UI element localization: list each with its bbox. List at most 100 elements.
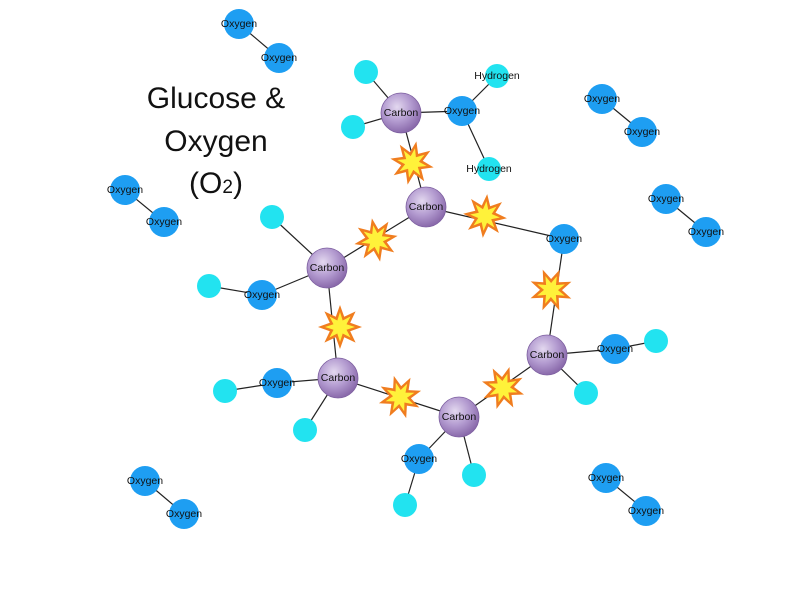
carbon-atom-circle bbox=[380, 92, 422, 134]
hydrogen-atom-label: Hydrogen bbox=[474, 70, 520, 82]
reaction-burst-icon bbox=[378, 375, 422, 419]
hydrogen-atom-circle bbox=[485, 64, 509, 88]
reaction-burst-icon bbox=[482, 367, 524, 409]
oxygen-atom: Oxygen bbox=[624, 117, 660, 147]
hydrogen-atom bbox=[354, 60, 378, 84]
hydrogen-atom bbox=[574, 381, 598, 405]
carbon-atom-label: Carbon bbox=[409, 201, 444, 213]
oxygen-atom: Oxygen bbox=[597, 334, 633, 364]
oxygen-atom-circle bbox=[169, 499, 199, 529]
hydrogen-atom-circle bbox=[393, 493, 417, 517]
carbon-atom-label: Carbon bbox=[384, 107, 419, 119]
hydrogen-atom-label: Hydrogen bbox=[466, 163, 512, 175]
oxygen-atom-label: Oxygen bbox=[221, 18, 257, 30]
title-line-2: Oxygen bbox=[164, 125, 267, 158]
reaction-burst-icon bbox=[463, 194, 507, 238]
hydrogen-atom-circle bbox=[293, 418, 317, 442]
carbon-atom-circle bbox=[405, 186, 447, 228]
reaction-bursts-layer bbox=[318, 141, 572, 419]
oxygen-atom-label: Oxygen bbox=[107, 184, 143, 196]
oxygen-atom: Oxygen bbox=[146, 207, 182, 237]
oxygen-atom: Oxygen bbox=[259, 368, 295, 398]
oxygen-atom-label: Oxygen bbox=[244, 289, 280, 301]
hydrogen-atom-circle bbox=[574, 381, 598, 405]
oxygen-atom: Oxygen bbox=[166, 499, 202, 529]
reaction-burst-icon bbox=[354, 218, 398, 262]
hydrogen-atom-circle bbox=[477, 157, 501, 181]
carbon-atom-label: Carbon bbox=[442, 411, 477, 423]
carbon-atom-circle bbox=[526, 334, 568, 376]
oxygen-atom-label: Oxygen bbox=[261, 52, 297, 64]
oxygen-atom-circle bbox=[447, 96, 477, 126]
hydrogen-atom bbox=[462, 463, 486, 487]
hydrogen-atom-circle bbox=[354, 60, 378, 84]
oxygen-atom-circle bbox=[224, 9, 254, 39]
hydrogen-atom bbox=[393, 493, 417, 517]
carbon-atom: Carbon bbox=[380, 92, 422, 134]
carbon-atom: Carbon bbox=[438, 396, 480, 438]
reaction-burst-inner bbox=[537, 276, 565, 304]
carbon-atom-label: Carbon bbox=[321, 372, 356, 384]
hydrogen-atom bbox=[341, 115, 365, 139]
oxygen-atom-label: Oxygen bbox=[546, 233, 582, 245]
oxygen-atom-circle bbox=[247, 280, 277, 310]
oxygen-atom: Oxygen bbox=[244, 280, 280, 310]
carbon-atom-circle bbox=[438, 396, 480, 438]
hydrogen-atom-circle bbox=[462, 463, 486, 487]
oxygen-atom: Oxygen bbox=[107, 175, 143, 205]
hydrogen-atom-circle bbox=[341, 115, 365, 139]
oxygen-atom-label: Oxygen bbox=[648, 193, 684, 205]
reaction-burst-inner bbox=[488, 373, 518, 403]
hydrogen-atom: Hydrogen bbox=[466, 157, 512, 181]
oxygen-atom: Oxygen bbox=[588, 463, 624, 493]
carbon-atom: Carbon bbox=[306, 247, 348, 289]
hydrogen-atom-circle bbox=[213, 379, 237, 403]
reaction-burst-inner bbox=[361, 225, 391, 255]
reaction-burst-icon bbox=[390, 141, 434, 185]
oxygen-atom-label: Oxygen bbox=[628, 505, 664, 517]
reaction-burst-inner bbox=[470, 201, 500, 231]
reaction-burst-inner bbox=[325, 312, 355, 342]
title-line-1: Glucose & bbox=[147, 82, 285, 115]
oxygen-atom-label: Oxygen bbox=[146, 216, 182, 228]
oxygen-atom-label: Oxygen bbox=[597, 343, 633, 355]
oxygen-atom: Oxygen bbox=[401, 444, 437, 474]
title-line-3: (O2) bbox=[189, 167, 243, 200]
oxygen-atom: Oxygen bbox=[261, 43, 297, 73]
oxygen-atom: Oxygen bbox=[648, 184, 684, 214]
hydrogen-atom-circle bbox=[644, 329, 668, 353]
oxygen-atom: Oxygen bbox=[127, 466, 163, 496]
carbon-atom-label: Carbon bbox=[310, 262, 345, 274]
carbon-atom: Carbon bbox=[405, 186, 447, 228]
oxygen-atom-label: Oxygen bbox=[444, 105, 480, 117]
oxygen-atom: Oxygen bbox=[444, 96, 480, 126]
hydrogen-atom-circle bbox=[260, 205, 284, 229]
oxygen-atom-label: Oxygen bbox=[688, 226, 724, 238]
carbon-atom: Carbon bbox=[526, 334, 568, 376]
hydrogen-atom: Hydrogen bbox=[474, 64, 520, 88]
oxygen-atom-label: Oxygen bbox=[401, 453, 437, 465]
oxygen-atom: Oxygen bbox=[546, 224, 582, 254]
reaction-burst-inner bbox=[397, 148, 427, 178]
oxygen-atom-circle bbox=[549, 224, 579, 254]
hydrogen-atom bbox=[197, 274, 221, 298]
carbon-atom-circle bbox=[306, 247, 348, 289]
oxygen-atom-circle bbox=[264, 43, 294, 73]
oxygen-atom-circle bbox=[691, 217, 721, 247]
oxygen-atom-label: Oxygen bbox=[588, 472, 624, 484]
oxygen-atom: Oxygen bbox=[688, 217, 724, 247]
carbon-atom-label: Carbon bbox=[530, 349, 565, 361]
carbon-atom-circle bbox=[317, 357, 359, 399]
oxygen-atom-circle bbox=[149, 207, 179, 237]
oxygen-atom-circle bbox=[404, 444, 434, 474]
oxygen-atom-circle bbox=[110, 175, 140, 205]
oxygen-atom-label: Oxygen bbox=[127, 475, 163, 487]
oxygen-atom: Oxygen bbox=[628, 496, 664, 526]
oxygen-atom-circle bbox=[627, 117, 657, 147]
hydrogen-atom bbox=[260, 205, 284, 229]
oxygen-atom-circle bbox=[262, 368, 292, 398]
oxygen-atom-label: Oxygen bbox=[166, 508, 202, 520]
carbon-atom: Carbon bbox=[317, 357, 359, 399]
atoms-layer: OxygenOxygenOxygenOxygenOxygenOxygenOxyg… bbox=[107, 9, 724, 529]
